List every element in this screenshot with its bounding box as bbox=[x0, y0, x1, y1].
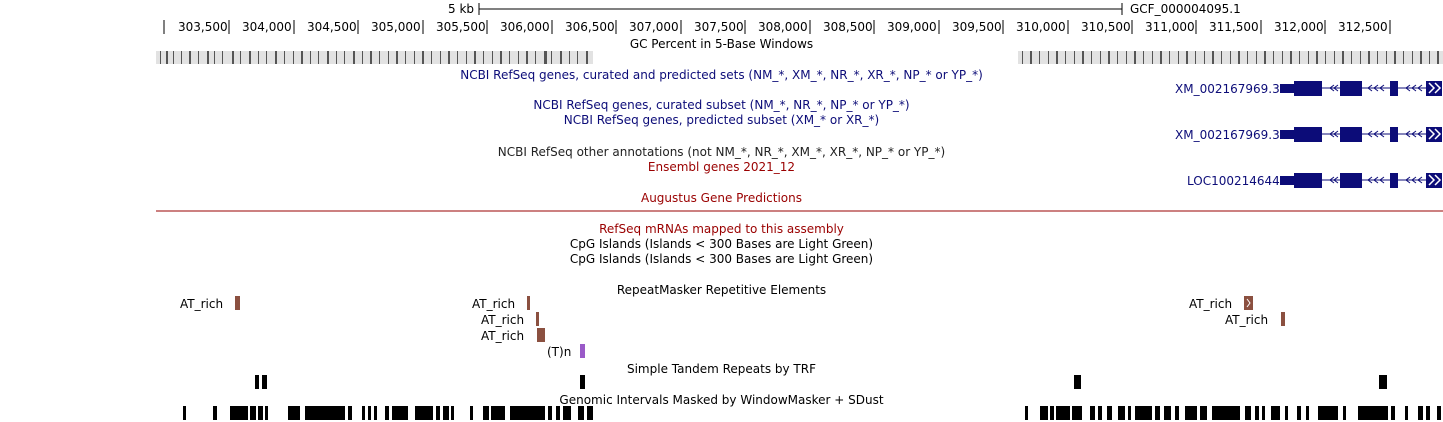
repeat-label[interactable]: AT_rich bbox=[1189, 297, 1233, 311]
track-title-cpg-islands[interactable]: CpG Islands (Islands < 300 Bases are Lig… bbox=[569, 237, 874, 251]
ruler-tick-label: 306,000 bbox=[500, 20, 550, 34]
gene-label-refseq-all[interactable]: XM_002167969.3 bbox=[1175, 82, 1280, 96]
repeat-label[interactable]: (T)n bbox=[547, 345, 572, 359]
ruler-tick-label: 310,500 bbox=[1081, 20, 1131, 34]
repeat-label[interactable]: AT_rich bbox=[481, 329, 525, 343]
ruler-tick-label: 309,500 bbox=[952, 20, 1002, 34]
ruler-tick-label: 306,500 bbox=[565, 20, 615, 34]
track-title-repeatmasker[interactable]: RepeatMasker Repetitive Elements bbox=[616, 283, 827, 297]
scale-bar bbox=[478, 3, 1123, 15]
track-title-gc-percent[interactable]: GC Percent in 5-Base Windows bbox=[629, 37, 814, 51]
ruler-tick-label: 307,500 bbox=[694, 20, 744, 34]
track-title-trf[interactable]: Simple Tandem Repeats by TRF bbox=[626, 362, 816, 376]
track-title-refseq-other[interactable]: NCBI RefSeq other annotations (not NM_*,… bbox=[497, 145, 946, 159]
gene-model-refseq-predicted[interactable] bbox=[1280, 127, 1442, 142]
repeat-label[interactable]: AT_rich bbox=[481, 313, 525, 327]
gene-label-refseq-predicted[interactable]: XM_002167969.3 bbox=[1175, 128, 1280, 142]
track-title-refseq-predicted[interactable]: NCBI RefSeq genes, predicted subset (XM_… bbox=[563, 113, 880, 127]
ruler-ticks bbox=[163, 20, 1391, 34]
repeat-label[interactable]: AT_rich bbox=[180, 297, 224, 311]
repeat-label[interactable]: AT_rich bbox=[472, 297, 516, 311]
gene-model-ensembl[interactable] bbox=[1280, 173, 1442, 188]
ruler-tick-label: 309,000 bbox=[887, 20, 937, 34]
scale-label: 5 kb bbox=[448, 2, 475, 16]
track-title-windowmasker[interactable]: Genomic Intervals Masked by WindowMasker… bbox=[559, 393, 884, 407]
ruler-tick-label: 312,500 bbox=[1338, 20, 1388, 34]
ruler-tick-label: 312,000 bbox=[1274, 20, 1324, 34]
ruler-tick-label: 311,500 bbox=[1209, 20, 1259, 34]
repeatmasker-features[interactable] bbox=[235, 296, 1285, 358]
track-title-refseq-all[interactable]: NCBI RefSeq genes, curated and predicted… bbox=[460, 68, 983, 82]
ruler-tick-label: 304,000 bbox=[242, 20, 292, 34]
ruler-tick-label: 310,000 bbox=[1016, 20, 1066, 34]
trf-features[interactable] bbox=[255, 375, 1387, 389]
track-title-cpg-islands-2[interactable]: CpG Islands (Islands < 300 Bases are Lig… bbox=[569, 252, 874, 266]
windowmasker-features[interactable] bbox=[183, 406, 1441, 420]
ruler-tick-label: 305,500 bbox=[436, 20, 486, 34]
gc-percent-track bbox=[156, 51, 1443, 64]
track-title-augustus[interactable]: Augustus Gene Predictions bbox=[640, 191, 802, 205]
track-title-refseq-curated[interactable]: NCBI RefSeq genes, curated subset (NM_*,… bbox=[533, 98, 910, 112]
ruler-tick-label: 311,000 bbox=[1145, 20, 1195, 34]
track-title-refseq-mrna[interactable]: RefSeq mRNAs mapped to this assembly bbox=[599, 222, 844, 236]
ruler-tick-label: 304,500 bbox=[307, 20, 357, 34]
assembly-label: GCF_000004095.1 bbox=[1130, 2, 1241, 16]
ruler-tick-label: 307,000 bbox=[629, 20, 679, 34]
strand-arrows bbox=[1329, 82, 1442, 186]
track-title-ensembl[interactable]: Ensembl genes 2021_12 bbox=[647, 160, 796, 174]
gene-model-refseq-all[interactable] bbox=[1280, 81, 1442, 96]
repeat-label[interactable]: AT_rich bbox=[1225, 313, 1269, 327]
gene-label-ensembl[interactable]: LOC100214644 bbox=[1187, 174, 1280, 188]
ruler-tick-label: 308,500 bbox=[823, 20, 873, 34]
ruler-tick-label: 305,000 bbox=[371, 20, 421, 34]
ruler-tick-label: 303,500 bbox=[178, 20, 228, 34]
ruler-tick-label: 308,000 bbox=[758, 20, 808, 34]
